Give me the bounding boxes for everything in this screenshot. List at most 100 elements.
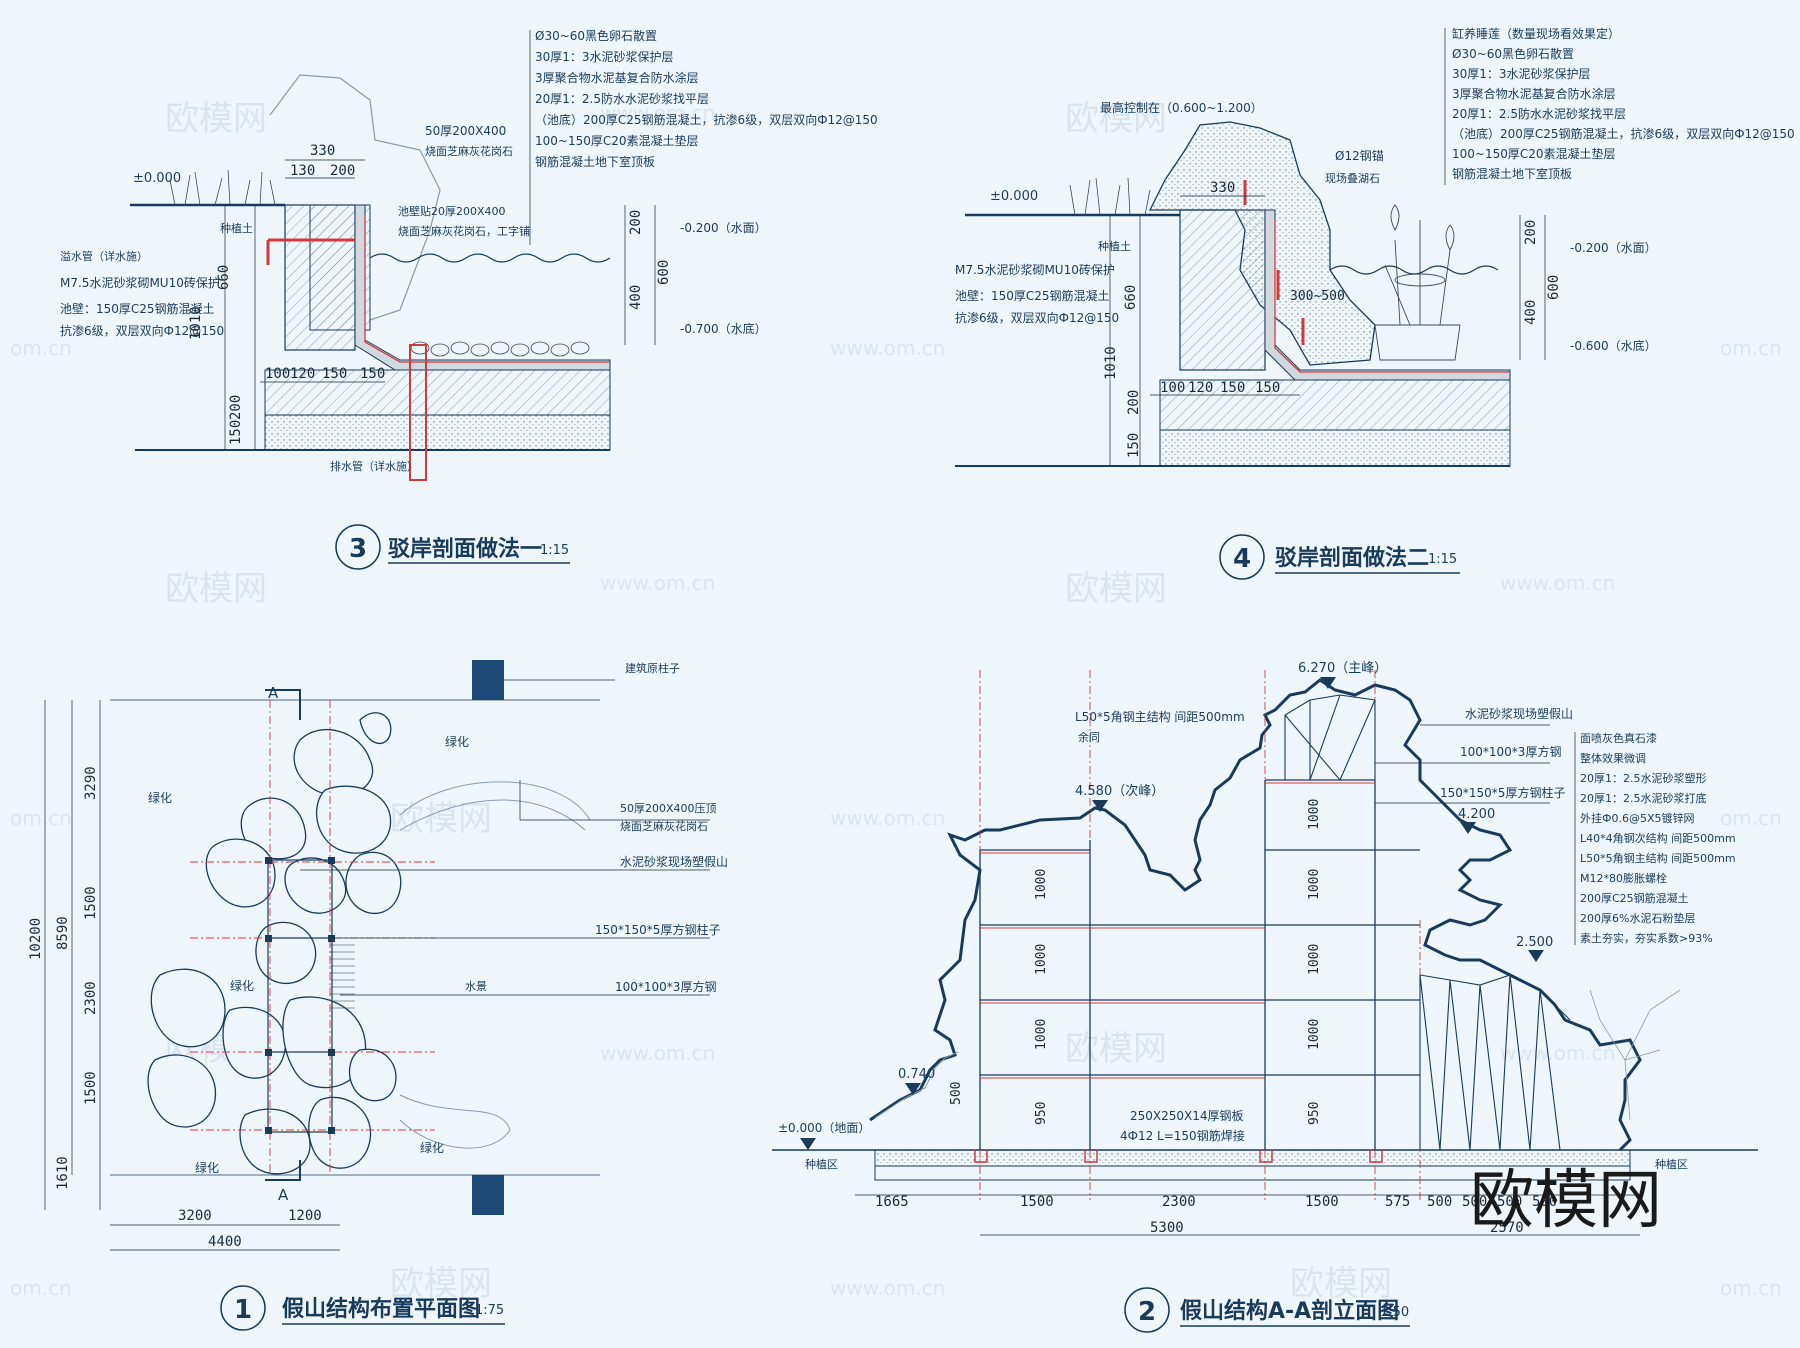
dim-1000-g: 1000: [1307, 1019, 1322, 1050]
dim-2300: 2300: [83, 981, 99, 1015]
dim-150: 150: [1126, 433, 1142, 458]
section-scale: 1:15: [540, 543, 569, 558]
section-1-rockery-plan: 建筑原柱子: [28, 660, 728, 1331]
elevation-0740: 0.740: [898, 1067, 935, 1082]
cut-label-bottom: A: [278, 1186, 289, 1204]
section-2-rockery-elevation: 6.270（主峰） 4.580（次峰） 4.200 2.500 0.740 ±0…: [772, 661, 1758, 1333]
label-cap: 50厚200X400: [425, 124, 506, 138]
dim-150-b: 150: [1255, 380, 1280, 396]
label-steel-column: 150*150*5厚方钢柱子: [1440, 785, 1565, 800]
elevation-sub-peak: 4.580（次峰）: [1075, 783, 1164, 799]
dim-120: 120: [1188, 380, 1213, 396]
section-title: 驳岸剖面做法二: [1275, 545, 1429, 571]
dim-660: 660: [1123, 285, 1139, 310]
dimension-lines: [224, 159, 656, 450]
label-drain-pipe: 排水管（详水施）: [330, 459, 418, 473]
elevation-zero: ±0.000: [990, 189, 1038, 204]
label-rebar: Ø12钢锚: [1335, 148, 1384, 163]
dim-500-d: 500: [1532, 1194, 1557, 1210]
dim-1000-c: 1000: [1034, 1019, 1049, 1050]
dim-3290: 3290: [83, 766, 99, 800]
dim-1010: 1010: [1103, 346, 1119, 380]
label-pool-wall: 池壁：150厚C25钢筋混凝土: [955, 288, 1110, 303]
pool-wall: [1179, 209, 1266, 371]
watermark-url: om.cn: [10, 336, 72, 360]
dim-150: 150: [228, 420, 244, 445]
dim-400: 400: [1523, 300, 1539, 325]
dim-150-b: 150: [360, 366, 385, 382]
section-title: 假山结构A-A剖立面图: [1180, 1298, 1399, 1324]
rockery-stones: [147, 712, 402, 1175]
label-rockery: 水泥砂浆现场塑假山: [620, 854, 728, 869]
label-max-height: 最高控制在（0.600~1.200）: [1100, 100, 1263, 115]
dim-120: 120: [290, 366, 315, 382]
cut-line-top: [265, 689, 301, 720]
watermarks: 欧模网 欧模网 欧模网 欧模网 欧模网 欧模网 欧模网 欧模网 欧模网 www.…: [10, 99, 1782, 1304]
label-water-bottom: -0.600（水底）: [1570, 338, 1657, 353]
watermark-logo: 欧模网: [1470, 1164, 1662, 1238]
label-planting-left: 种植区: [805, 1157, 838, 1171]
section-number: 4: [1233, 544, 1251, 574]
label-steel-plate: 250X250X14厚钢板: [1130, 1109, 1244, 1123]
dim-500-a: 500: [1427, 1194, 1452, 1210]
dim-1500-b: 1500: [83, 1071, 99, 1105]
label-same: 余同: [1078, 730, 1100, 744]
watermark-url: om.cn: [10, 806, 72, 830]
steel-columns: [265, 857, 335, 1134]
water-surface: [369, 253, 611, 263]
dim-1000-a: 1000: [1034, 869, 1049, 900]
dim-200: 200: [1126, 390, 1142, 415]
elevation-2500: 2.500: [1516, 935, 1553, 950]
label-water-surface: -0.200（水面）: [680, 221, 767, 235]
label-planting-soil: 种植土: [1098, 239, 1131, 253]
dim-1500-a: 1500: [1020, 1194, 1054, 1210]
section-3-revetment-one: 1010 660 200 150 330 130 200 100 120 150…: [60, 28, 878, 570]
dim-575: 575: [1385, 1194, 1410, 1210]
rockery-outline-inner: [874, 1051, 959, 1119]
dim-1000-f: 1000: [1307, 944, 1322, 975]
rockery-outline: [869, 678, 1642, 1152]
plant-cluster: [1069, 177, 1151, 216]
section-number: 1: [234, 1295, 252, 1325]
anchor-footings: [974, 1150, 1383, 1163]
note-2: 30厚1：3水泥砂浆保护层: [1452, 66, 1591, 81]
note-3: 3厚聚合物水泥基复合防水涂层: [1452, 86, 1616, 101]
note-5: 100~150厚C20素混凝土垫层: [535, 133, 699, 148]
watermark-text: 欧模网: [1065, 569, 1167, 609]
note-4: 外挂Ф0.6@5X5镀锌网: [1580, 811, 1695, 825]
dim-1610: 1610: [55, 1156, 71, 1190]
dimension-lines: [855, 1194, 1640, 1236]
label-anchor: 4Ф12 L=150钢筋焊接: [1120, 1128, 1245, 1143]
label-green-3: 绿化: [230, 978, 254, 993]
dim-400: 400: [628, 285, 644, 310]
section-scale: 1:15: [1428, 552, 1457, 567]
dim-950-a: 950: [1034, 1102, 1049, 1125]
dim-10200: 10200: [28, 918, 44, 960]
watermark-text: 欧模网: [165, 99, 267, 139]
truss-right: [1419, 974, 1571, 1151]
waterproof-layer: [1274, 220, 1510, 373]
elevation-markers: [800, 677, 1544, 1150]
label-angle-steel: L50*5角钢主结构 间距500mm: [1075, 709, 1245, 724]
water-edge: [399, 1094, 511, 1149]
dimension-lines: [1109, 195, 1546, 466]
dim-200-water: 200: [628, 210, 644, 235]
drain-pipe: [409, 344, 427, 481]
section-title: 驳岸剖面做法一: [388, 536, 542, 562]
dim-200-water: 200: [1523, 220, 1539, 245]
note-7: 钢筋混凝土地下室顶板: [1452, 166, 1572, 181]
label-green-2: 绿化: [148, 790, 172, 805]
label-water-surface: -0.200（水面）: [1570, 241, 1657, 255]
dim-1500-b: 1500: [1305, 1194, 1339, 1210]
leader-lines: [1375, 724, 1576, 945]
note-0: Ø30~60黑色卵石散置: [535, 28, 657, 43]
label-steel-tube: 100*100*3厚方钢: [1460, 744, 1561, 759]
dim-100: 100: [1160, 380, 1185, 396]
rock-outline: [269, 74, 441, 321]
watermark-text: 欧模网: [1290, 1264, 1392, 1304]
overflow-pipe: [266, 238, 355, 265]
dim-1665: 1665: [875, 1194, 909, 1210]
note-0: 面喷灰色真石漆: [1580, 731, 1657, 745]
note-1: 整体效果微调: [1580, 751, 1646, 765]
